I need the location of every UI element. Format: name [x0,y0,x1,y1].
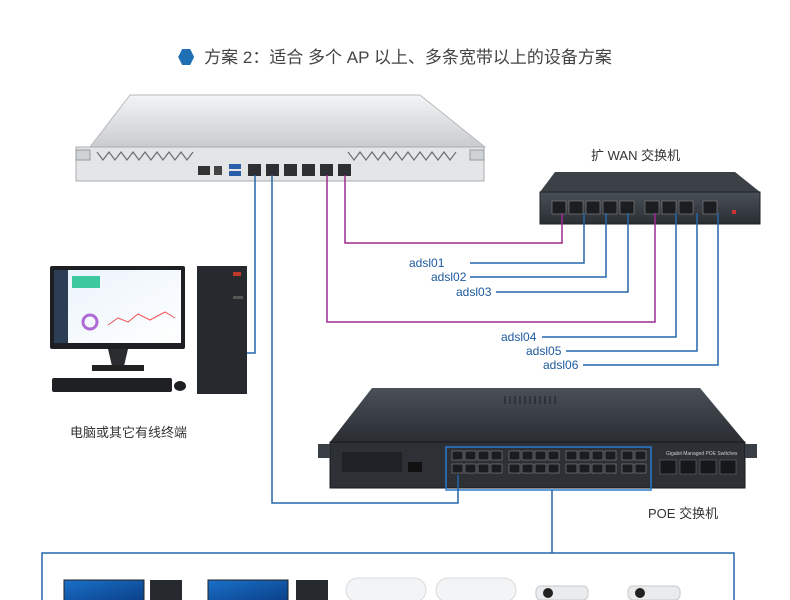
poe-switch-label: POE 交换机 [648,506,719,521]
hexagon-icon [178,49,195,65]
pc-device [50,266,247,394]
wan-switch-device [539,172,761,225]
poe-brand-text: Gigabit Managed POE Switches [666,451,738,457]
router-device [75,94,487,182]
adsl-label: adsl06 [543,358,579,372]
title-text: 方案 2：适合 多个 AP 以上、多条宽带以上的设备方案 [204,48,612,67]
poe-switch-device: Gigabit Managed POE Switches [318,388,757,491]
adsl-label: adsl01 [409,256,445,270]
adsl-label: adsl04 [501,330,537,344]
adsl-label: adsl02 [431,270,467,284]
adsl-label: adsl05 [526,344,562,358]
pc-label: 电脑或其它有线终端 [70,425,188,440]
adsl-label: adsl03 [456,285,492,299]
wan-switch-label: 扩 WAN 交换机 [591,148,681,163]
connection-lines [41,175,735,600]
client-devices [63,577,681,600]
diagram-title: 方案 2：适合 多个 AP 以上、多条宽带以上的设备方案 [0,43,790,68]
